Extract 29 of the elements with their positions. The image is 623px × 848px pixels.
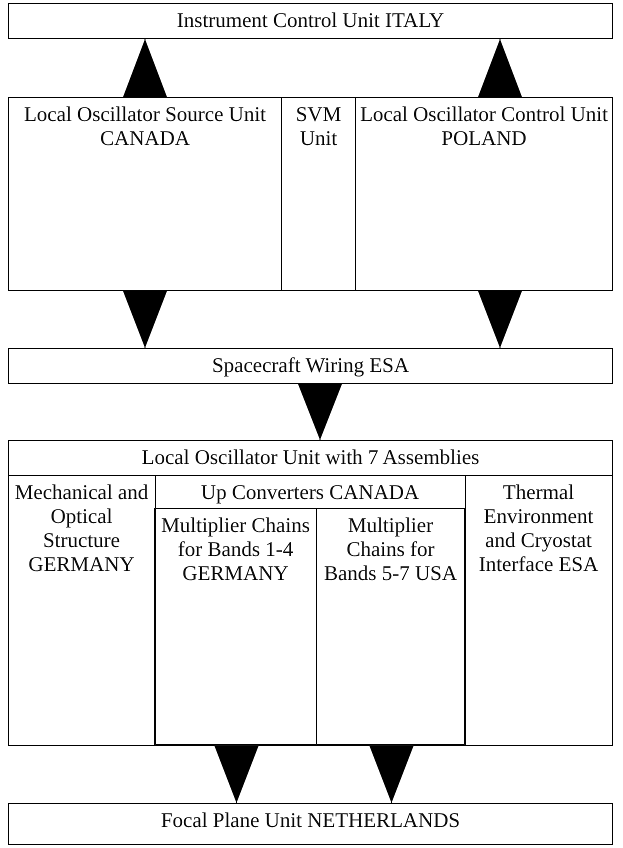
unit-box bbox=[154, 474, 466, 746]
unit-label: Up Converters CANADA bbox=[200, 478, 420, 504]
unit-box bbox=[8, 3, 613, 39]
unit-label: Local Oscillator Control Unit POLAND bbox=[359, 101, 609, 150]
unit-label: Local Oscillator Source Unit CANADA bbox=[22, 101, 267, 150]
unit-box bbox=[154, 508, 317, 745]
unit-box bbox=[281, 97, 356, 291]
unit-label: Local Oscillator Unit with 7 Assemblies bbox=[140, 444, 480, 469]
unit-label: Focal Plane Unit NETHERLANDS bbox=[160, 807, 462, 832]
unit-label: SVM Unit bbox=[294, 101, 342, 150]
arrow bbox=[298, 384, 342, 440]
arrow bbox=[123, 38, 167, 98]
unit-label: Mechanical and Optical Structure GERMANY bbox=[14, 478, 150, 576]
unit-label: Multiplier Chains for Bands 1-4 GERMANY bbox=[160, 512, 311, 585]
unit-label: Thermal Environment and Cryostat Interface ESA bbox=[478, 478, 600, 576]
arrow bbox=[370, 746, 414, 804]
unit-label: Multiplier Chains for Bands 5-7 USA bbox=[322, 512, 458, 585]
unit-box bbox=[8, 348, 613, 384]
arrow bbox=[123, 290, 167, 348]
unit-box bbox=[8, 803, 613, 845]
unit-box bbox=[355, 97, 613, 291]
unit-box bbox=[8, 440, 613, 746]
unit-label: Spacecraft Wiring ESA bbox=[210, 352, 410, 377]
arrow bbox=[214, 746, 258, 804]
unit-box bbox=[316, 508, 465, 745]
unit-box bbox=[8, 97, 282, 291]
arrow bbox=[478, 290, 522, 348]
arrow bbox=[478, 38, 522, 98]
unit-label: Instrument Control Unit ITALY bbox=[176, 7, 446, 32]
